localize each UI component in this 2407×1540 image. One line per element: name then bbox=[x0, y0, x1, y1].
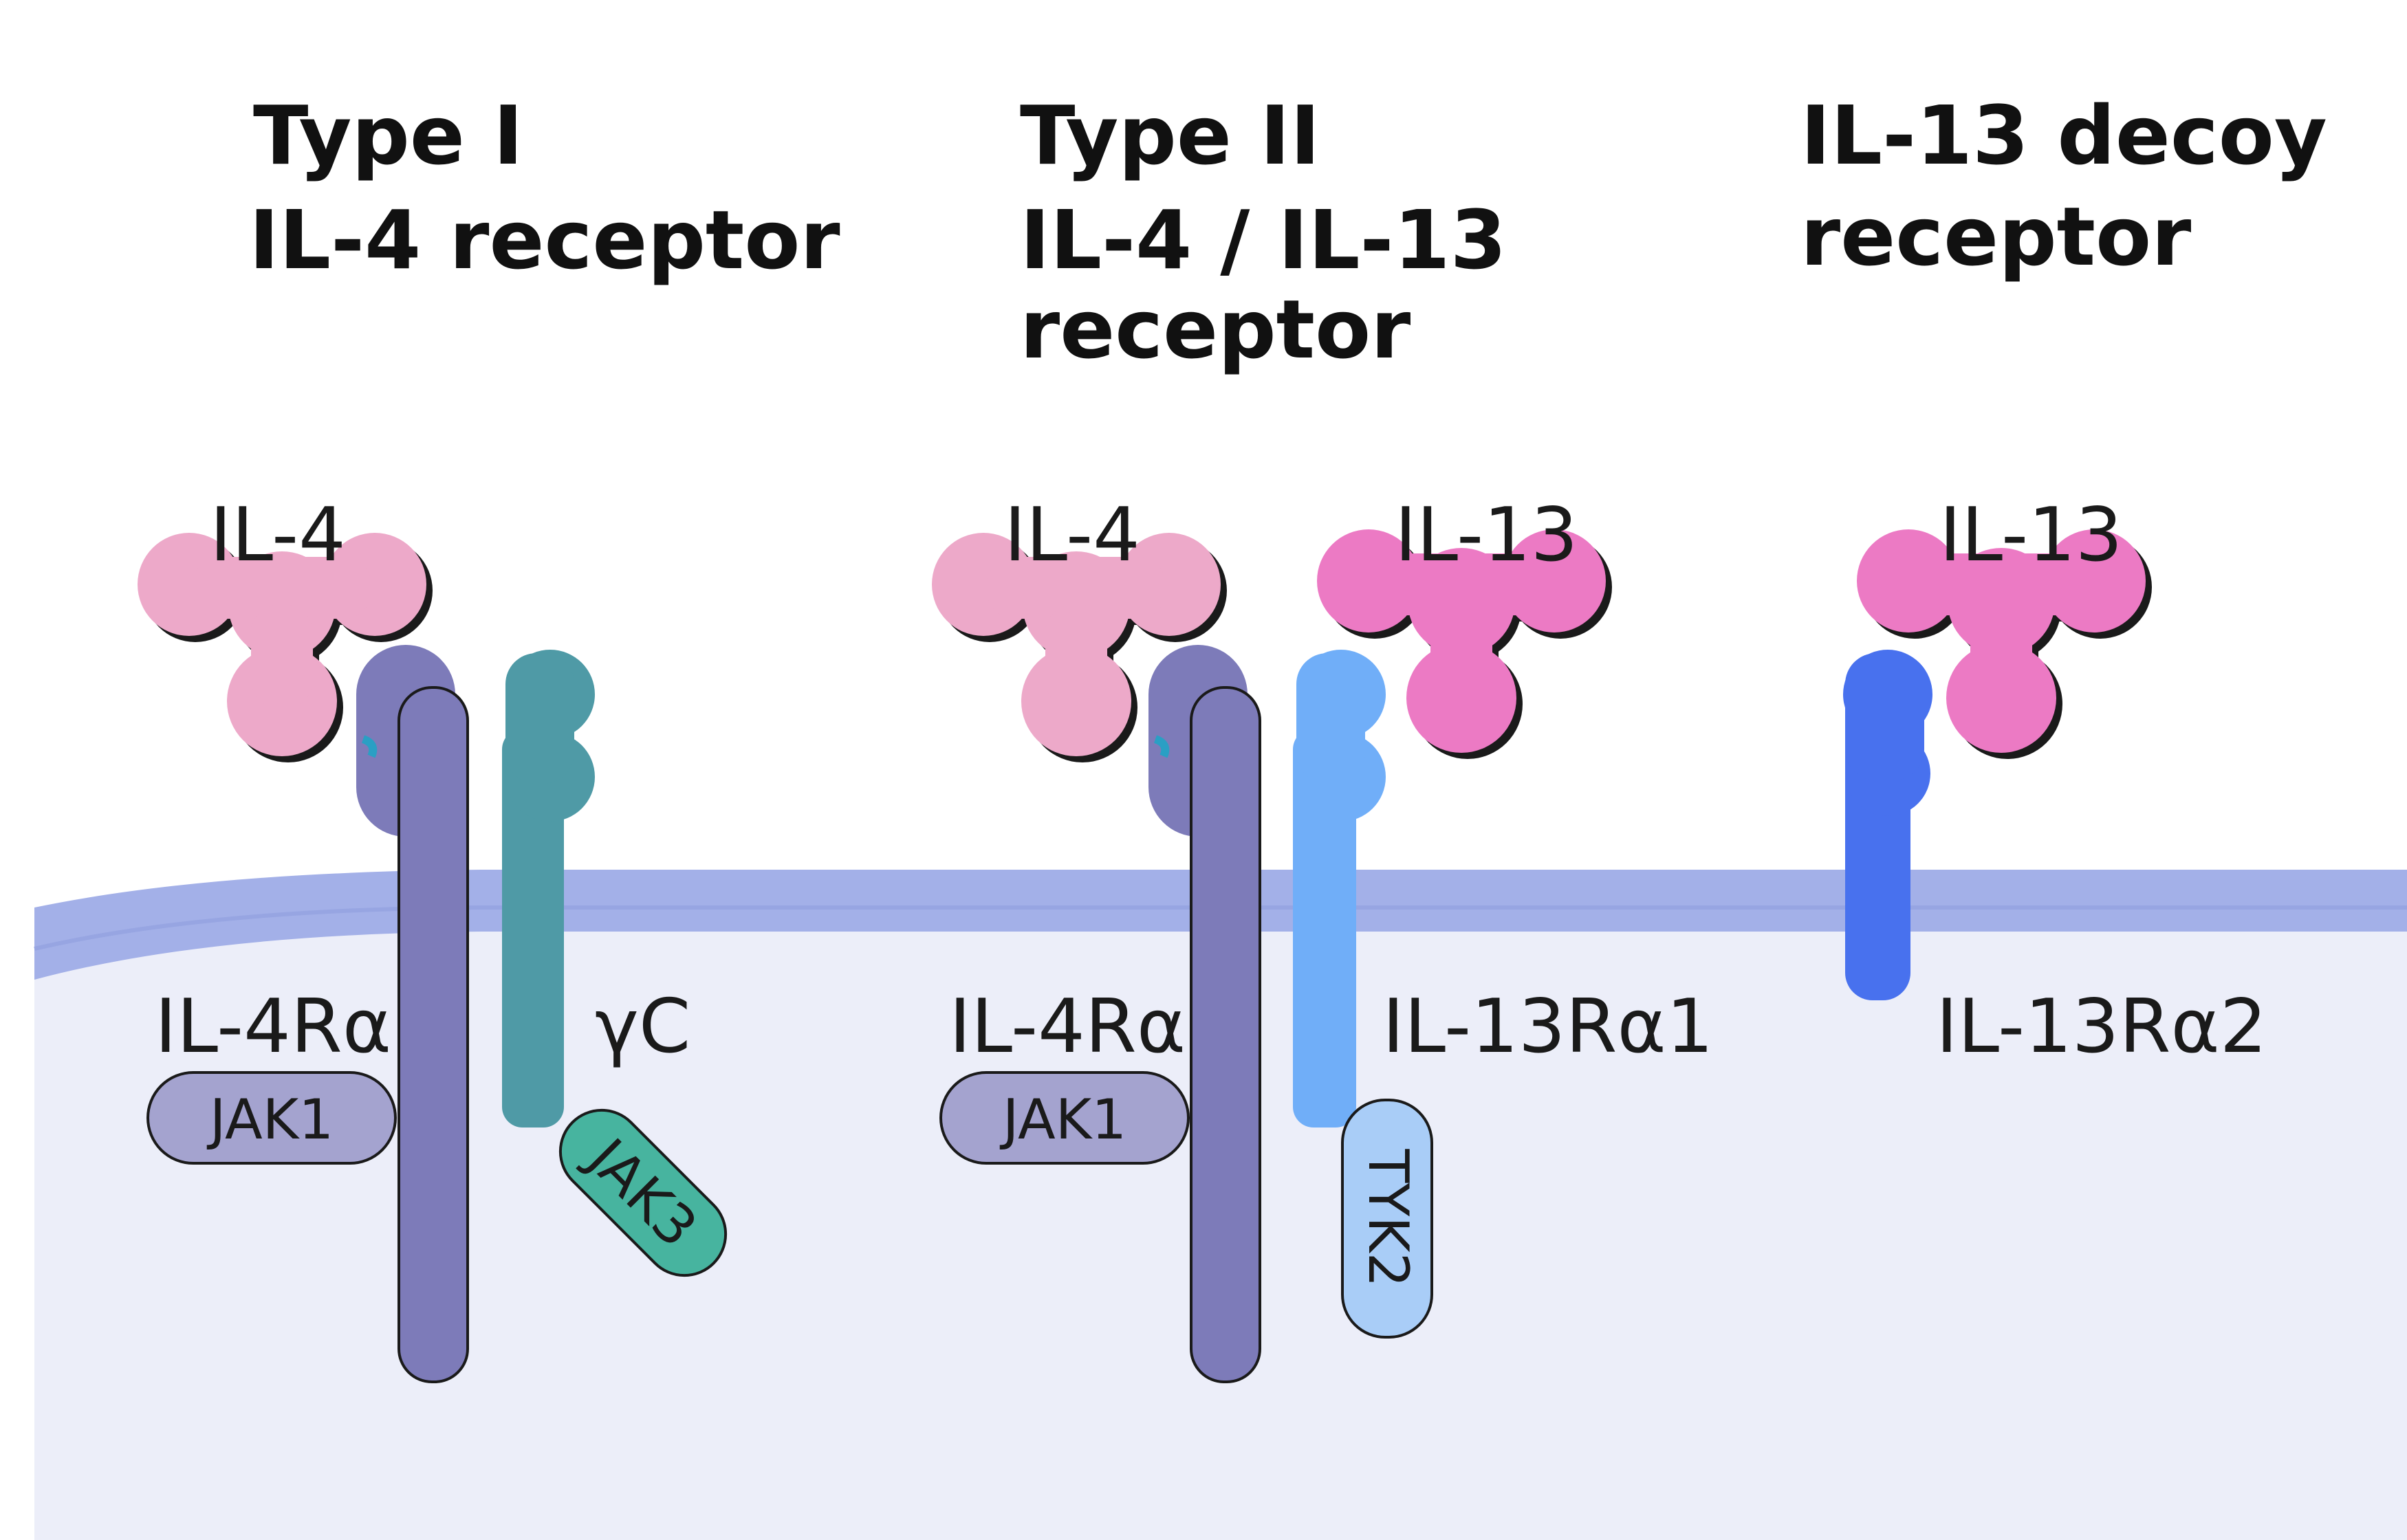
jak1-type1-label: JAK1 bbox=[206, 1088, 334, 1152]
il4ra-label-type2: IL-4Rα bbox=[949, 984, 1186, 1070]
il4-label-type1: IL-4 bbox=[210, 492, 346, 578]
il13-label-decoy: IL-13 bbox=[1939, 492, 2123, 578]
il4ra-chain-type1 bbox=[397, 686, 469, 1383]
type2-heading-line3: receptor bbox=[1020, 282, 1411, 377]
il4ra-label-type1: IL-4Rα bbox=[155, 984, 391, 1070]
type2-heading-line2: IL-4 / IL-13 bbox=[1020, 192, 1507, 287]
decoy-heading-line1: IL-13 decoy bbox=[1800, 88, 2327, 183]
type2-heading-line1: Type II bbox=[1020, 88, 1320, 183]
gamma-c-label: γC bbox=[595, 984, 690, 1070]
il13ra1-chain bbox=[1293, 650, 1386, 1128]
tyk2: TYK2 bbox=[1341, 1099, 1433, 1339]
gamma-c-chain bbox=[502, 650, 595, 1128]
jak1-type1: JAK1 bbox=[146, 1071, 397, 1165]
type1-heading-line2: IL-4 receptor bbox=[249, 192, 840, 287]
decoy-heading-line2: receptor bbox=[1800, 189, 2191, 284]
tyk2-label: TYK2 bbox=[1356, 1148, 1420, 1287]
jak1-type2-label: JAK1 bbox=[999, 1088, 1126, 1152]
jak1-type2: JAK1 bbox=[939, 1071, 1190, 1165]
il13ra2-chain bbox=[1843, 650, 1932, 1000]
il4-label-type2: IL-4 bbox=[1004, 492, 1140, 578]
il13-label-type2: IL-13 bbox=[1395, 492, 1578, 578]
il4ra-chain-type2 bbox=[1190, 686, 1261, 1383]
il13ra1-label: IL-13Rα1 bbox=[1382, 984, 1713, 1070]
il13ra2-label: IL-13Rα2 bbox=[1936, 984, 2267, 1070]
type1-heading-line1: Type I bbox=[253, 88, 523, 183]
